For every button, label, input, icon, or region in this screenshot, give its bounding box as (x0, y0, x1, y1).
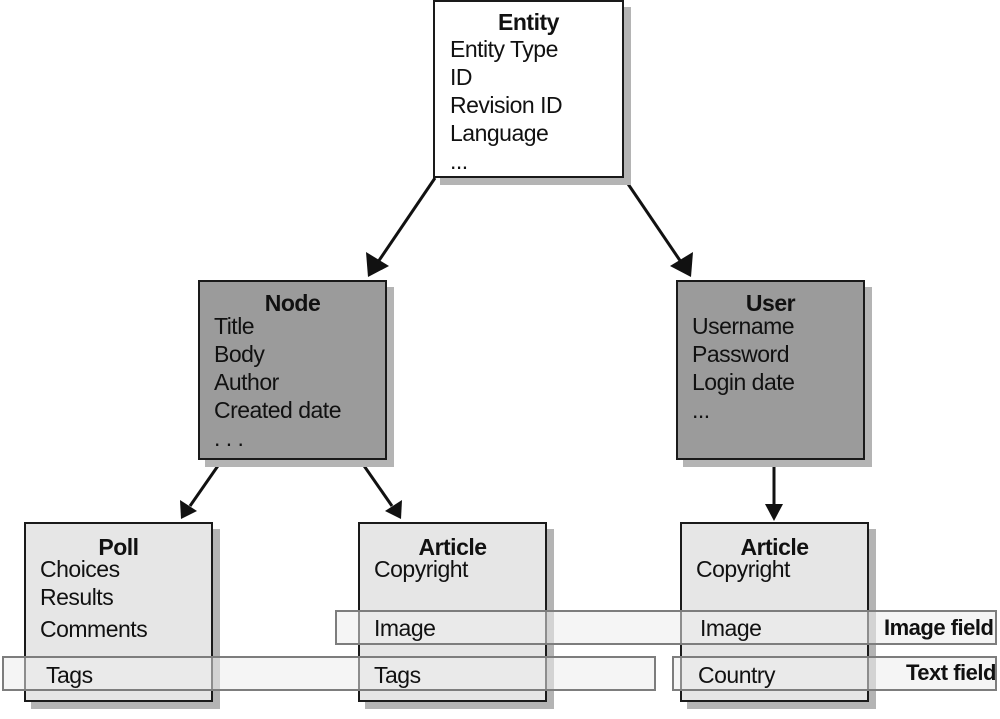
poll-field: Results (40, 584, 114, 610)
node-box: Node Title Body Author Created date . . … (198, 280, 387, 460)
arrow-node-to-poll (180, 459, 224, 519)
user-field: Login date (692, 369, 795, 395)
node-field: Created date (214, 397, 341, 423)
entity-field: Revision ID (450, 92, 563, 118)
image-field-band (335, 610, 997, 645)
article-tags-field: Tags (374, 662, 421, 688)
user-article-image-field: Image (700, 615, 762, 641)
image-field-label: Image field (884, 615, 994, 640)
node-title: Node (264, 290, 321, 316)
node-field: Author (214, 369, 279, 395)
arrow-entity-to-node (366, 177, 437, 277)
user-box: User Username Password Login date ... (676, 280, 865, 460)
node-field: . . . (214, 425, 244, 451)
poll-tags-field: Tags (46, 662, 93, 688)
entity-title: Entity (498, 9, 559, 35)
article-title: Article (418, 534, 487, 560)
node-field: Title (214, 313, 255, 339)
arrow-entity-to-user (622, 177, 693, 277)
user-field: Username (692, 313, 795, 339)
entity-field: ... (450, 148, 468, 174)
entity-field: ID (450, 64, 473, 90)
poll-title: Poll (98, 534, 139, 560)
arrow-user-to-article (765, 460, 783, 521)
user-field: Password (692, 341, 789, 367)
user-field: ... (692, 397, 710, 423)
text-field-band-left (2, 656, 656, 691)
user-article-title: Article (740, 534, 809, 560)
entity-field: Entity Type (450, 36, 558, 62)
user-title: User (745, 290, 796, 316)
poll-field: Choices (40, 556, 120, 582)
text-field-band-right (672, 656, 997, 691)
poll-field: Comments (40, 616, 148, 642)
user-article-country-field: Country (698, 662, 776, 688)
entity-box: Entity Entity Type ID Revision ID Langua… (433, 0, 624, 178)
entity-field: Language (450, 120, 549, 146)
article-field: Copyright (374, 556, 468, 582)
article-image-field: Image (374, 615, 436, 641)
arrow-node-to-article (358, 459, 402, 519)
user-article-field: Copyright (696, 556, 790, 582)
text-field-label: Text field (906, 660, 996, 685)
node-field: Body (214, 341, 265, 367)
